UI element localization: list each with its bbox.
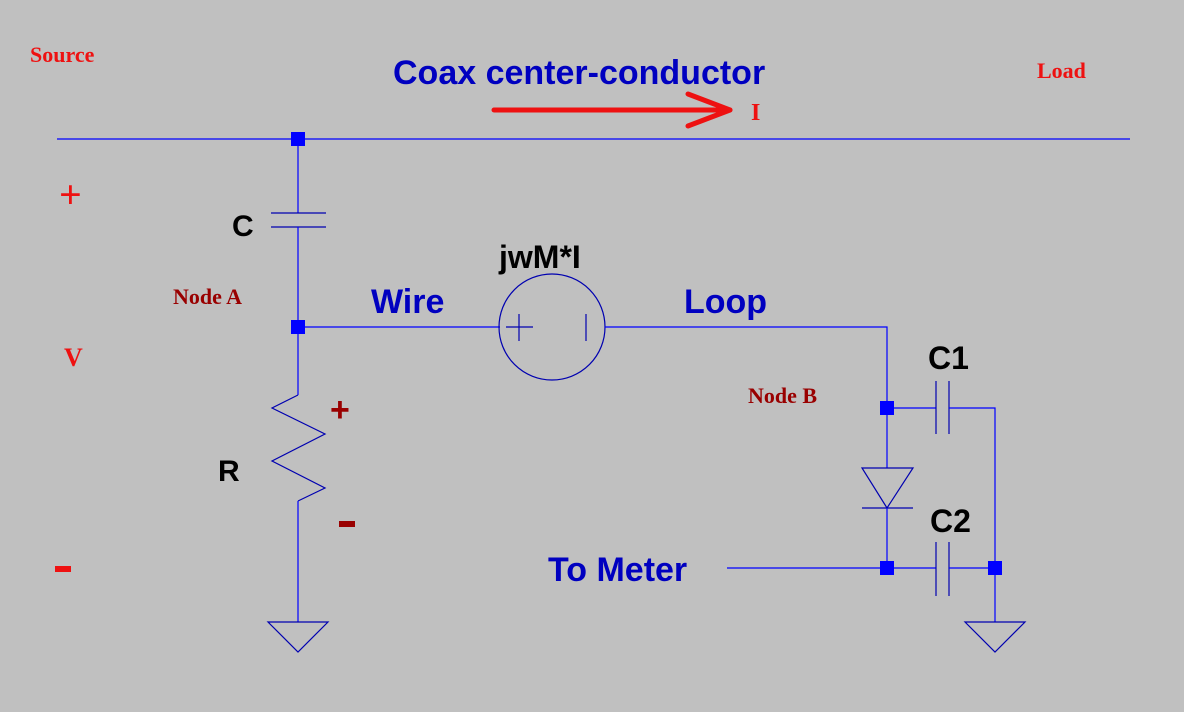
capacitor-c2 <box>887 542 995 596</box>
capacitor-c2-label: C2 <box>930 503 971 539</box>
junction-dot <box>291 320 305 334</box>
load-label: Load <box>1037 58 1086 83</box>
current-arrow <box>491 91 733 129</box>
capacitor-c <box>271 139 326 327</box>
ground-icon <box>963 621 1027 653</box>
resistor-r <box>270 327 327 622</box>
source-voltage-label: V <box>64 343 83 372</box>
capacitor-c1-label: C1 <box>928 340 969 376</box>
coax-title: Coax center-conductor <box>393 54 765 92</box>
node-a-label: Node A <box>173 284 242 309</box>
junction-dot <box>291 132 305 146</box>
capacitor-c1 <box>887 381 996 568</box>
ground-icon <box>266 621 330 653</box>
junction-dot <box>880 561 894 575</box>
source-plus-sign: + <box>59 172 82 217</box>
node-b-label: Node B <box>748 383 817 408</box>
source-minus-sign <box>55 566 71 572</box>
to-meter-label: To Meter <box>548 551 687 589</box>
resistor-minus-sign <box>339 521 355 527</box>
junction-dot <box>988 561 1002 575</box>
resistor-r-label: R <box>218 455 240 488</box>
current-label: I <box>751 100 760 126</box>
capacitor-c-label: C <box>232 210 254 243</box>
diode <box>860 408 915 568</box>
voltage-source-label: jwM*I <box>498 239 581 275</box>
resistor-plus-sign: + <box>330 391 350 429</box>
loop-wire <box>605 326 888 408</box>
junction-dot <box>880 401 894 415</box>
voltage-source-jwmi <box>498 273 606 381</box>
wire-label: Wire <box>371 283 444 321</box>
loop-label: Loop <box>684 283 767 321</box>
source-label: Source <box>30 42 95 67</box>
